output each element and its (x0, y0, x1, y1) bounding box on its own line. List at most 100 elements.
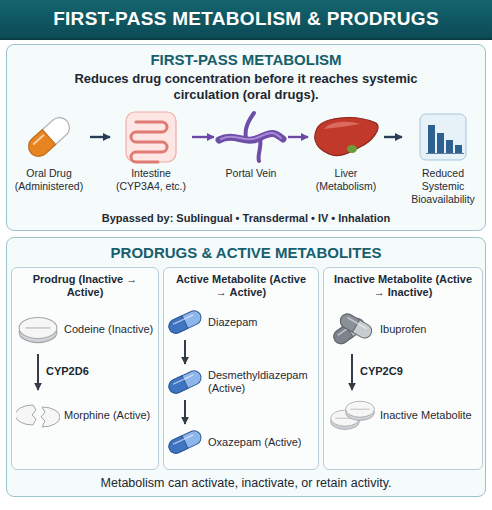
drug-item: Oxazepam (Active) (166, 425, 316, 459)
capsule-part (167, 428, 204, 455)
caption-text: Metabolism can activate, inactivate, or … (7, 476, 485, 490)
greycaps-icon (328, 305, 376, 353)
liver-part (315, 118, 378, 156)
liver-part (347, 145, 357, 153)
drug-item: Morphine (Active) (16, 391, 154, 439)
category-box: DiazepamDesmethyldiazepam (Active) Oxazep… (163, 267, 319, 470)
capsule-part (167, 368, 204, 395)
drug-item: Codeine (Inactive) (16, 305, 154, 353)
liver-part (324, 122, 360, 129)
greycaps-part (331, 311, 374, 346)
enzyme-label: CYP2C9 (360, 365, 403, 378)
item-label: Inactive Metabolite (380, 409, 478, 422)
gut-icon (111, 109, 191, 165)
vein-part (259, 138, 261, 161)
greycaps-part (338, 311, 360, 332)
whitetabs-icon (328, 391, 376, 439)
section-heading: PRODRUGS & ACTIVE METABOLITES (15, 244, 477, 262)
whitetabs-part (350, 409, 369, 410)
pathway-step: Portal Vein (215, 109, 287, 180)
tablet-part (19, 317, 57, 342)
capsule-part (174, 435, 193, 444)
chart-part (428, 125, 435, 153)
capsule-part (167, 308, 204, 335)
title-banner: FIRST-PASS METABOLISM & PRODRUGS (0, 0, 492, 40)
whitetabs-part (331, 401, 375, 429)
vein-part (221, 133, 281, 139)
capsule-part (167, 368, 204, 395)
tablet-part (19, 317, 57, 338)
chart-part (446, 140, 453, 153)
drug-item: Desmethyldiazepam (Active) (166, 365, 316, 399)
chart-part (426, 153, 464, 154)
item-label: Intestine (CYP3A4, etc.) (111, 167, 191, 193)
drug-part (24, 114, 73, 161)
category-box: IbuprofenInactive MetaboliteInactive Met… (323, 267, 483, 470)
item-label: Desmethyldiazepam (Active) (208, 369, 316, 395)
vein-icon (215, 109, 287, 165)
drug-part (34, 135, 44, 144)
broken-part (41, 407, 60, 427)
item-label: Ibuprofen (380, 323, 478, 336)
title-text: FIRST-PASS METABOLISM & PRODRUGS (0, 0, 492, 38)
box-heading: Active Metabolite (Active → Active) (169, 273, 313, 299)
item-label: Oxazepam (Active) (208, 436, 316, 449)
greycaps-part (338, 311, 374, 340)
section-panel: Oral Drug (Administered) Intestine (CYP3A… (6, 44, 486, 231)
liver-part (315, 118, 378, 156)
drug-part (24, 114, 73, 161)
drug-icon (9, 109, 89, 165)
capsule-icon (166, 365, 204, 399)
chart-icon (403, 109, 483, 165)
pathway-step: Oral Drug (Administered) (9, 109, 89, 193)
flow-arrow (288, 136, 308, 138)
drug-part (24, 130, 55, 161)
item-label: Liver (Metabolism) (309, 167, 383, 193)
whitetabs-part (346, 401, 375, 420)
capsule-part (167, 308, 204, 335)
item-label: Codeine (Inactive) (64, 323, 154, 336)
pathway-step: Liver (Metabolism) (309, 109, 383, 193)
chart-part (420, 114, 466, 160)
note-text: Bypassed by: Sublingual • Transdermal • … (7, 212, 485, 224)
item-label: Morphine (Active) (64, 409, 154, 422)
vein-part (219, 134, 283, 141)
drug-item: Diazepam (166, 305, 316, 339)
capsule-part (167, 308, 204, 335)
capsule-part (167, 428, 204, 455)
gut-part (131, 122, 167, 162)
item-label: Reduced Systemic Bioavailability (403, 167, 483, 206)
capsule-icon (166, 425, 204, 459)
chart-part (420, 114, 466, 160)
whitetabs-part (346, 401, 375, 417)
vein-part (219, 113, 283, 161)
flow-arrow (384, 136, 402, 138)
gut-part (126, 112, 176, 162)
flow-arrow (351, 354, 353, 390)
capsule-part (167, 368, 204, 395)
drug-item: Ibuprofen (328, 305, 478, 353)
item-label: Oral Drug (Administered) (9, 167, 89, 193)
section-subtitle: Reduces drug concentration before it rea… (74, 71, 419, 103)
liver-icon (309, 109, 383, 165)
capsule-part (167, 428, 204, 455)
vein-part (246, 113, 254, 139)
capsule-part (174, 315, 193, 324)
broken-part (16, 405, 36, 425)
item-label: Portal Vein (215, 167, 287, 180)
pathway-step: Reduced Systemic Bioavailability (403, 109, 483, 206)
flow-arrow (184, 400, 186, 424)
drug-item: Inactive Metabolite (328, 391, 478, 439)
tablet-part (25, 327, 50, 328)
section-heading: FIRST-PASS METABOLISM (15, 51, 477, 69)
tablet-icon (16, 305, 60, 353)
broken-part (16, 405, 60, 427)
item-label: Diazepam (208, 316, 316, 329)
flow-arrow (192, 136, 214, 138)
gut-part (126, 112, 176, 162)
pathway-step: Intestine (CYP3A4, etc.) (111, 109, 191, 193)
enzyme-label: CYP2D6 (46, 365, 89, 378)
flow-arrow (184, 340, 186, 364)
capsule-icon (166, 305, 204, 339)
